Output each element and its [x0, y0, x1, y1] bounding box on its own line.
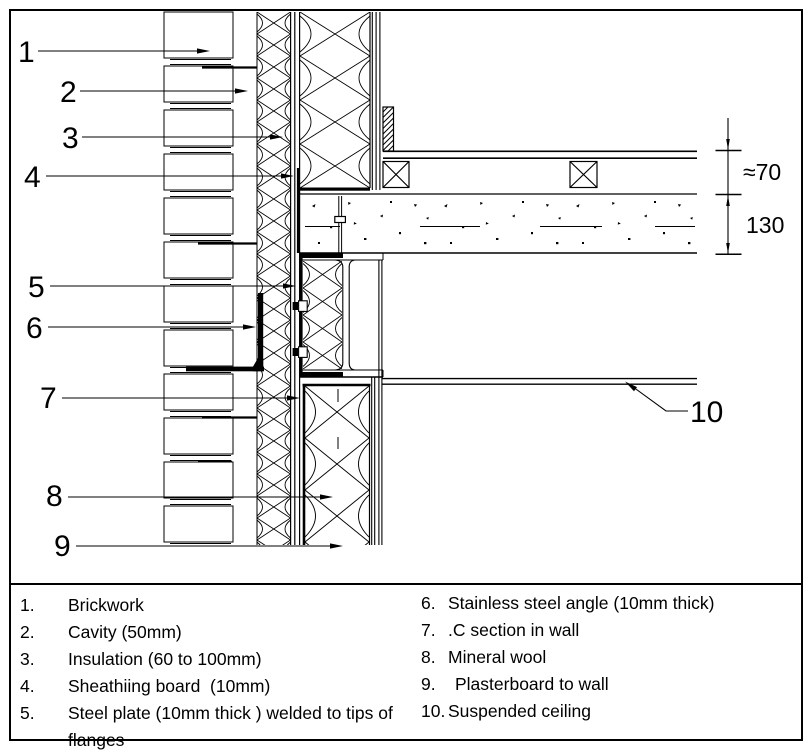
floor-construction: [299, 106, 697, 254]
legend-label: Stainless steel angle (10mm thick): [448, 593, 715, 613]
upper-wall-lining: [371, 12, 381, 190]
dimension-arrows: [726, 139, 730, 254]
legend-item-suspended-ceiling: 10.Suspended ceiling: [421, 698, 798, 725]
sheathing-board: [294, 12, 301, 545]
anchor-bolt: [334, 196, 346, 253]
dimension-annotation: ≈70 130: [715, 118, 784, 255]
callout-label-3: 3: [62, 122, 79, 155]
callout-label-1: 1: [18, 36, 35, 69]
floor-deck-boards: [383, 150, 697, 159]
legend-label: Sheathiing board (10mm): [68, 676, 271, 696]
callout-label-9: 9: [54, 530, 71, 563]
legend-number: 2.: [20, 622, 35, 642]
suspended-ceiling: [382, 377, 697, 385]
legend-number: 6.: [421, 593, 436, 613]
legend-item-c-section: 7. .C section in wall: [421, 617, 798, 644]
callout-10: [625, 381, 688, 412]
c-section-bottom-flange: [300, 372, 343, 377]
callout-label-5: 5: [28, 271, 45, 304]
callout-label-2: 2: [60, 76, 77, 109]
legend-label: Mineral wool: [448, 647, 547, 667]
callout-8: [68, 494, 333, 500]
legend-number: 9.: [421, 674, 436, 694]
legend-item-mineral-wool: 8. Mineral wool: [421, 644, 798, 671]
wall-section-drawing: ≈70 130 1 2 3 4 5 6 7 8 9 10: [18, 11, 784, 563]
legend-number: 1.: [20, 595, 35, 615]
mortar-joint-lines: [170, 59, 231, 544]
legend-label: Cavity (50mm): [68, 622, 182, 642]
dimension-slab-depth: 130: [746, 212, 784, 238]
dimension-ticks: [715, 149, 742, 255]
callout-1: [38, 48, 210, 54]
legend-label: .C section in wall: [448, 620, 580, 640]
callout-9: [76, 543, 343, 549]
legend-label: Steel plate (10mm thick ) welded to tips…: [68, 703, 398, 750]
legend-label: Brickwork: [68, 595, 144, 615]
legend-number: 8.: [421, 647, 436, 667]
c-section-top-flange: [300, 253, 343, 258]
c-section-assembly: [292, 253, 384, 378]
callout-label-6: 6: [26, 312, 43, 345]
legend-number: 10.: [421, 701, 446, 721]
legend-label: Insulation (60 to 100mm): [68, 649, 262, 669]
plate-fixing-clip: [292, 300, 308, 358]
brickwork-layer: [163, 11, 257, 544]
callout-label-8: 8: [46, 480, 63, 513]
callout-2: [80, 88, 248, 94]
callout-7: [62, 395, 300, 401]
lower-wall: [302, 260, 383, 545]
legend-item-brickwork: 1. Brickwork: [20, 592, 398, 619]
callout-4: [46, 173, 294, 179]
callout-3: [82, 134, 283, 140]
legend-number: 4.: [20, 676, 35, 696]
legend-item-cavity: 2. Cavity (50mm): [20, 619, 398, 646]
insulation-layer: [256, 12, 292, 545]
legend-item-insulation: 3. Insulation (60 to 100mm): [20, 646, 398, 673]
floor-batten-box: [382, 160, 598, 189]
legend-label: Plasterboard to wall: [455, 674, 609, 694]
legend-label: Suspended ceiling: [448, 701, 592, 721]
legend-number: 7.: [421, 620, 436, 640]
concrete-slab: [299, 187, 697, 254]
legend-item-plasterboard: 9. Plasterboard to wall: [421, 671, 805, 698]
callout-5: [50, 283, 296, 289]
c-section-web: [334, 259, 344, 371]
legend-divider: [9, 583, 803, 585]
plasterboard-lining: [371, 260, 383, 545]
upper-wall-mineral-wool: [300, 12, 381, 190]
timber-batten-hatched: [382, 106, 395, 152]
legend-number: 5.: [20, 703, 35, 723]
legend-item-steel-angle: 6. Stainless steel angle (10mm thick): [421, 590, 798, 617]
wall-tie: [198, 66, 257, 463]
callout-label-4: 4: [24, 161, 41, 194]
callout-leaders: [38, 48, 688, 549]
callout-6: [48, 324, 256, 330]
stainless-steel-angle: [186, 293, 264, 372]
legend-item-sheathing-board: 4. Sheathiing board (10mm): [20, 673, 398, 700]
legend-number: 3.: [20, 649, 35, 669]
legend-item-steel-plate: 5. Steel plate (10mm thick ) welded to ti…: [20, 700, 398, 751]
drawing-border: [9, 9, 803, 741]
callout-label-7: 7: [40, 382, 57, 415]
callout-label-10: 10: [690, 396, 723, 429]
callout-numbers: 1 2 3 4 5 6 7 8 9 10: [18, 36, 723, 563]
dimension-floor-buildup: ≈70: [743, 159, 781, 185]
